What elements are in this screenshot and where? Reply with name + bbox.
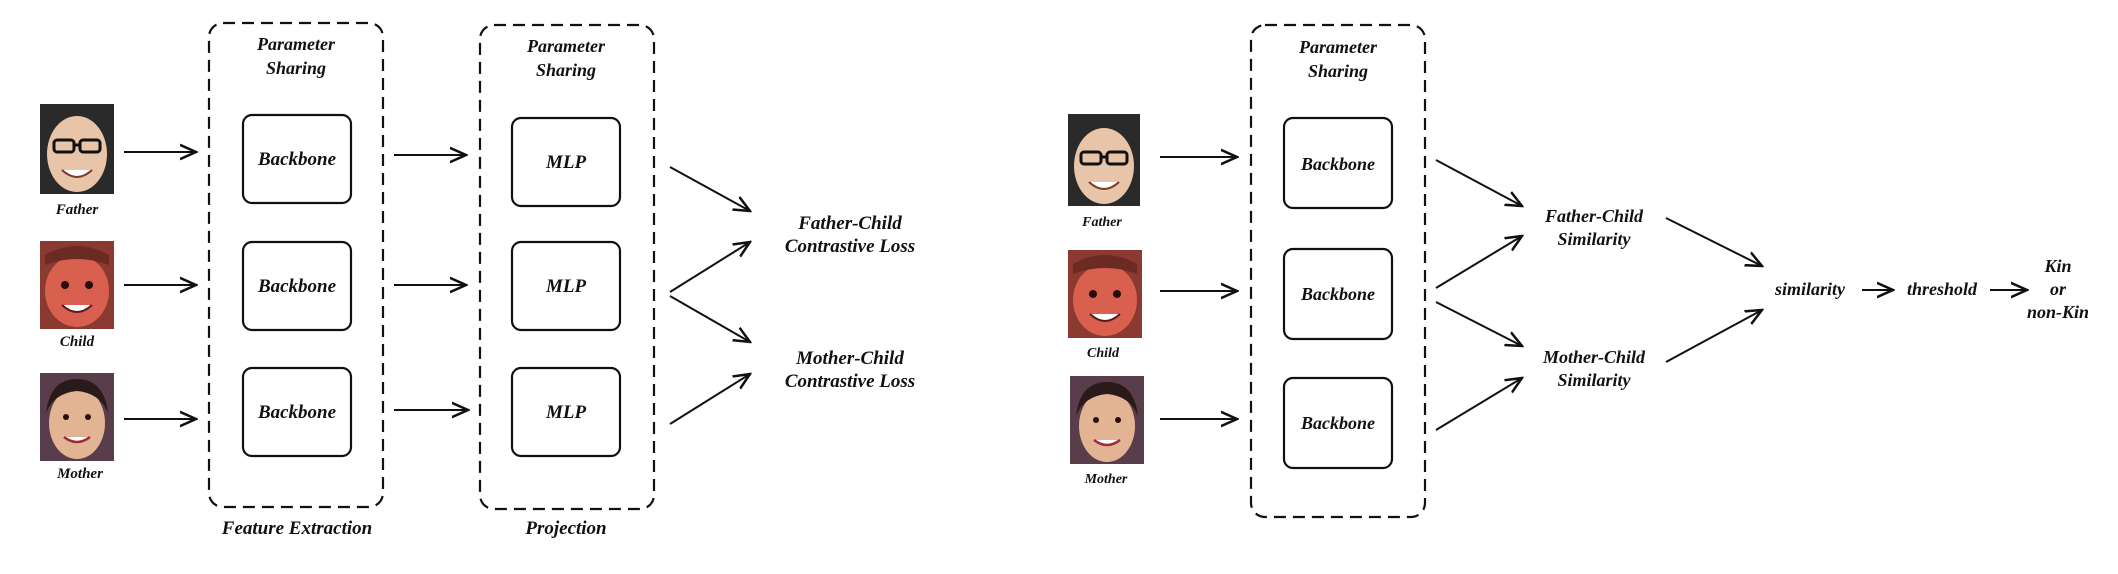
arrow-mlp3-to-mother-loss (669, 374, 750, 425)
right-panel: Father Child Mother Parameter Sharing Ba… (1068, 23, 2089, 519)
group1-title-line1: Parameter (256, 34, 336, 54)
backbone-block-1-label: Backbone (257, 149, 337, 170)
backbone-block-1 (241, 113, 353, 205)
mother-child-similarity-line2: Similarity (1557, 370, 1631, 390)
mother-child-loss-line2: Contrastive Loss (785, 371, 915, 392)
face-child-photo (40, 241, 114, 329)
group2-title-line2: Sharing (536, 60, 596, 80)
output-line3: non-Kin (2027, 302, 2089, 322)
right-face-mother-label: Mother (1084, 472, 1128, 487)
right-arrow-backbone1-to-father-sim (1435, 159, 1522, 206)
right-backbone-block-1 (1282, 116, 1394, 210)
group1-caption: Feature Extraction (221, 518, 372, 539)
mlp-block-1-label: MLP (545, 152, 587, 173)
backbone-block-2 (241, 240, 353, 332)
arrow-mlp1-to-father-loss (669, 166, 750, 211)
right-face-child-label: Child (1087, 346, 1120, 361)
right-backbone-block-1-label: Backbone (1300, 154, 1375, 174)
right-face-child-photo (1068, 250, 1142, 338)
father-child-loss-line1: Father-Child (797, 213, 902, 234)
father-child-loss-line2: Contrastive Loss (785, 236, 915, 257)
backbone-block-3-label: Backbone (257, 402, 337, 423)
right-face-father-photo (1068, 114, 1140, 206)
mother-child-similarity-line1: Mother-Child (1542, 347, 1646, 367)
group2-caption: Projection (524, 518, 606, 539)
arrow-mlp2-to-mother-loss (669, 295, 750, 342)
father-child-similarity-line1: Father-Child (1544, 206, 1644, 226)
right-backbone-block-2-label: Backbone (1300, 284, 1375, 304)
mlp-block-3 (510, 366, 622, 458)
right-backbone-block-3-label: Backbone (1300, 413, 1375, 433)
right-face-mother-photo (1070, 376, 1144, 464)
output-line2: or (2050, 279, 2067, 299)
output-line1: Kin (2043, 256, 2071, 276)
mother-child-loss-line1: Mother-Child (795, 348, 904, 369)
mlp-block-2-label: MLP (545, 276, 587, 297)
right-backbone-block-2 (1282, 247, 1394, 341)
right-parameter-sharing-group (1249, 23, 1427, 519)
face-father-photo (40, 104, 114, 194)
right-group-title-line2: Sharing (1308, 61, 1368, 81)
right-arrow-backbone2-to-mother-sim (1435, 301, 1522, 346)
right-face-father-label: Father (1081, 215, 1122, 230)
arrow-father-sim-to-similarity (1665, 217, 1762, 266)
backbone-block-2-label: Backbone (257, 276, 337, 297)
backbone-block-3 (241, 366, 353, 458)
left-panel: Father Child Mother Parameter Sharing (40, 21, 915, 539)
group2-title-line1: Parameter (526, 36, 606, 56)
right-arrow-backbone2-to-father-sim (1435, 236, 1522, 289)
mlp-block-2 (510, 240, 622, 332)
similarity-label: similarity (1774, 279, 1846, 299)
face-mother-photo (40, 373, 114, 461)
face-mother-label: Mother (56, 466, 103, 482)
face-father-label: Father (55, 202, 99, 218)
arrow-mother-sim-to-similarity (1665, 310, 1762, 363)
arrow-mlp2-to-father-loss (669, 242, 750, 293)
mlp-block-3-label: MLP (545, 402, 587, 423)
group1-title-line2: Sharing (266, 58, 326, 78)
father-child-similarity-line2: Similarity (1557, 229, 1631, 249)
right-group-title-line1: Parameter (1298, 37, 1378, 57)
mlp-block-1 (510, 116, 622, 208)
right-backbone-block-3 (1282, 376, 1394, 470)
face-child-label: Child (60, 334, 95, 350)
right-arrow-backbone3-to-mother-sim (1435, 378, 1522, 431)
threshold-label: threshold (1907, 279, 1978, 299)
